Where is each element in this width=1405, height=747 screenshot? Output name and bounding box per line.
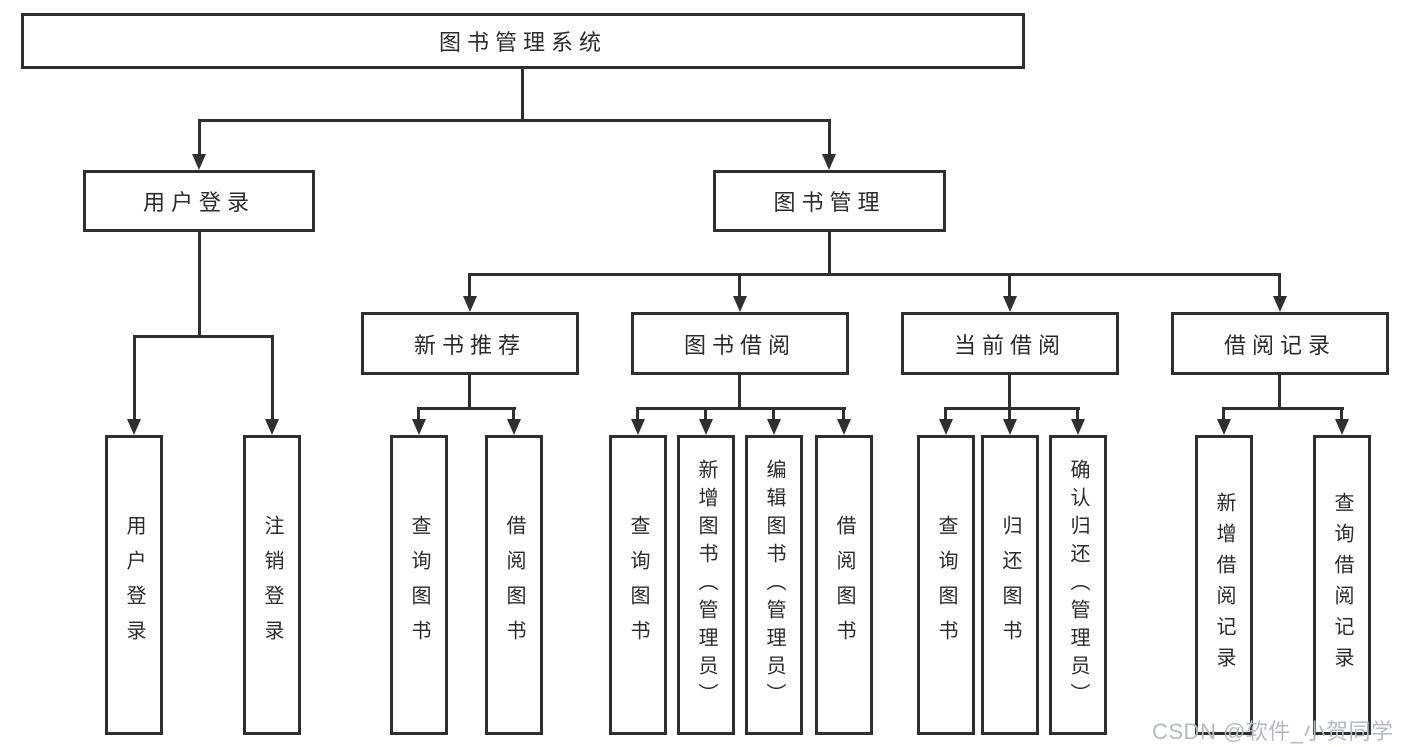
arrowhead-g3-leaf-2: [1003, 419, 1017, 435]
connector-g3-drop-1: [944, 407, 947, 420]
node-new-book-recommend: 新书推荐: [361, 312, 579, 375]
leaf-query-books-3: 查询图书: [917, 435, 975, 735]
connector-userlogin-hbar: [133, 335, 274, 338]
connector-g2-drop-1: [636, 407, 639, 420]
node-user-login-label: 用户登录: [142, 190, 255, 215]
arrowhead-book-borrow: [733, 296, 747, 312]
node-user-login: 用户登录: [83, 170, 315, 232]
arrowhead-book-management: [822, 154, 836, 170]
arrowhead-g2-leaf-2: [699, 419, 713, 435]
arrowhead-g1-leaf-2: [507, 419, 521, 435]
connector-bookmgmt-stem: [828, 232, 831, 273]
connector-g4-stem: [1278, 375, 1281, 407]
leaf-query-books-1: 查询图书: [390, 435, 448, 735]
connector-userlogin-stem: [198, 232, 201, 335]
leaf-borrow-books-2: 借阅图书: [815, 435, 873, 735]
arrowhead-g1-leaf-1: [412, 419, 426, 435]
leaf-query-books-1-label: 查询图书: [408, 515, 430, 655]
arrowhead-borrow-records: [1273, 296, 1287, 312]
connector-g3-drop-3: [1076, 407, 1079, 420]
arrowhead-g2-leaf-3: [767, 419, 781, 435]
connector-drop-new-book: [468, 273, 471, 297]
connector-drop-borrow-records: [1278, 273, 1281, 297]
leaf-borrow-books-2-label: 借阅图书: [833, 515, 855, 655]
connector-g4-drop-2: [1340, 407, 1343, 420]
leaf-add-borrow-record-label: 新增借阅记录: [1213, 492, 1235, 678]
connector-g1-stem: [468, 375, 471, 407]
leaf-borrow-books-1-label: 借阅图书: [503, 515, 525, 655]
leaf-user-login: 用户登录: [105, 435, 163, 735]
node-borrow-records-label: 借阅记录: [1223, 332, 1336, 358]
leaf-return-books-label: 归还图书: [999, 515, 1021, 655]
node-book-borrow-label: 图书借阅: [683, 332, 796, 358]
connector-drop-current-borrow: [1008, 273, 1011, 297]
connector-g4-drop-1: [1222, 407, 1225, 420]
leaf-user-login-label: 用户登录: [123, 515, 145, 655]
node-borrow-records: 借阅记录: [1171, 312, 1389, 375]
connector-drop-book-management: [828, 119, 831, 155]
leaf-query-books-2: 查询图书: [609, 435, 667, 735]
arrowhead-g4-leaf-2: [1335, 419, 1349, 435]
connector-root-stem: [521, 68, 524, 119]
connector-g2-drop-3: [772, 407, 775, 420]
node-book-borrow: 图书借阅: [631, 312, 849, 375]
arrowhead-new-book: [463, 296, 477, 312]
leaf-borrow-books-1: 借阅图书: [485, 435, 543, 735]
connector-drop-leaf-userlogin: [133, 335, 136, 420]
leaf-logout: 注销登录: [243, 435, 301, 735]
node-book-management: 图书管理: [713, 170, 946, 232]
node-current-borrow-label: 当前借阅: [953, 332, 1066, 358]
watermark-text: CSDN @软件_小贺同学: [1152, 719, 1394, 744]
leaf-add-borrow-record: 新增借阅记录: [1195, 435, 1253, 735]
connector-g2-drop-2: [704, 407, 707, 420]
leaf-add-books-admin-label: 新增图书（管理员）: [695, 459, 717, 711]
connector-root-hbar: [198, 119, 831, 122]
arrowhead-user-login: [192, 154, 206, 170]
connector-g4-hbar: [1222, 407, 1344, 410]
node-current-borrow: 当前借阅: [901, 312, 1119, 375]
leaf-confirm-return-admin: 确认归还（管理员）: [1049, 435, 1107, 735]
connector-g2-stem: [738, 375, 741, 407]
connector-drop-leaf-logout: [271, 335, 274, 420]
connector-g3-stem: [1008, 375, 1011, 407]
arrowhead-g2-leaf-4: [837, 419, 851, 435]
arrowhead-g4-leaf-1: [1217, 419, 1231, 435]
arrowhead-g3-leaf-1: [939, 419, 953, 435]
connector-drop-user-login: [198, 119, 201, 155]
connector-g1-drop-1: [417, 407, 420, 420]
leaf-edit-books-admin: 编辑图书（管理员）: [745, 435, 803, 735]
node-system: 图书管理系统: [21, 13, 1025, 69]
leaf-query-borrow-record: 查询借阅记录: [1313, 435, 1371, 735]
leaf-query-books-3-label: 查询图书: [935, 515, 957, 655]
leaf-query-borrow-record-label: 查询借阅记录: [1331, 492, 1353, 678]
leaf-return-books: 归还图书: [981, 435, 1039, 735]
connector-bookmgmt-hbar: [468, 273, 1281, 276]
arrowhead-leaf-userlogin: [127, 419, 141, 435]
connector-g2-drop-4: [842, 407, 845, 420]
arrowhead-g2-leaf-1: [631, 419, 645, 435]
leaf-confirm-return-admin-label: 确认归还（管理员）: [1067, 459, 1089, 711]
arrowhead-current-borrow: [1003, 296, 1017, 312]
leaf-logout-label: 注销登录: [261, 515, 283, 655]
connector-g2-hbar: [636, 407, 846, 410]
node-book-management-label: 图书管理: [773, 190, 886, 215]
connector-g3-drop-2: [1008, 407, 1011, 420]
connector-drop-book-borrow: [738, 273, 741, 297]
arrowhead-g3-leaf-3: [1071, 419, 1085, 435]
connector-g1-drop-2: [512, 407, 515, 420]
leaf-add-books-admin: 新增图书（管理员）: [677, 435, 735, 735]
connector-g1-hbar: [417, 407, 516, 410]
node-new-book-recommend-label: 新书推荐: [413, 332, 526, 358]
arrowhead-leaf-logout: [265, 419, 279, 435]
connector-g3-hbar: [944, 407, 1080, 410]
node-system-label: 图书管理系统: [438, 30, 607, 55]
leaf-query-books-2-label: 查询图书: [627, 515, 649, 655]
leaf-edit-books-admin-label: 编辑图书（管理员）: [763, 459, 785, 711]
